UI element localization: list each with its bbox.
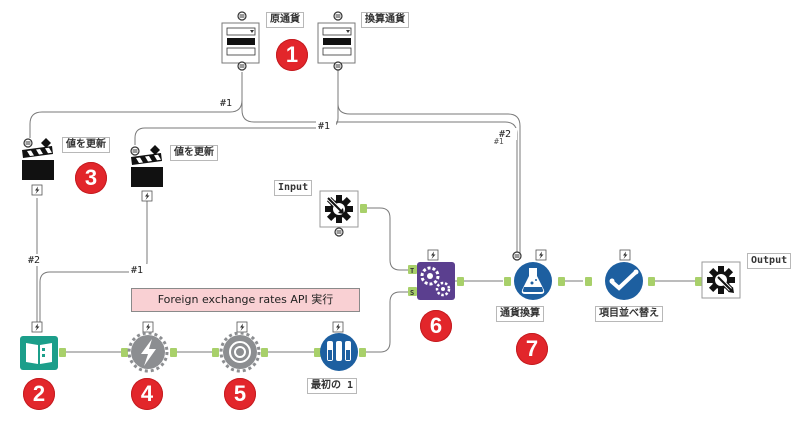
macro-input-tool[interactable] xyxy=(319,190,367,237)
step-badge-3: 3 xyxy=(75,162,107,194)
anchor-input-icon[interactable] xyxy=(121,348,128,357)
step-badge-4: 4 xyxy=(131,378,163,410)
action-clapper-icon xyxy=(131,145,163,187)
anchor-output-icon[interactable] xyxy=(360,204,367,213)
action-tool-update-value-b[interactable] xyxy=(130,145,163,202)
step-badge-7: 7 xyxy=(516,333,548,365)
anchor-output-icon[interactable] xyxy=(237,61,247,71)
label-first-1: 最初の 1 xyxy=(307,378,358,394)
anchor-output-icon[interactable] xyxy=(170,348,177,357)
connection-label: #1 xyxy=(220,98,232,109)
connection-dropdown2-to-formula7[interactable] xyxy=(337,70,521,255)
anchor-s-icon[interactable] xyxy=(408,287,417,296)
connection-dropdown1-to-formula7[interactable] xyxy=(241,72,518,255)
connection-input-to-batch[interactable] xyxy=(365,207,410,271)
step-badge-5: 5 xyxy=(224,378,256,410)
connection-labels: #1 #1 #2 #2 #1 #1 xyxy=(26,97,517,276)
connection-label: #2 xyxy=(499,129,511,140)
anchor-q-icon[interactable] xyxy=(512,251,522,261)
anchor-output-icon[interactable] xyxy=(59,348,66,357)
connection-label: #1 xyxy=(131,265,143,276)
connection-dropdown2-to-action[interactable] xyxy=(134,70,339,145)
select-check-icon xyxy=(605,262,643,300)
anchor-output-icon[interactable] xyxy=(558,277,565,286)
dropdown-tool-target-currency[interactable] xyxy=(317,11,356,71)
label-target-currency: 換算通貨 xyxy=(361,12,409,28)
connection-label: #2 xyxy=(28,255,40,266)
step-badge-1: 1 xyxy=(276,39,308,71)
anchor-q-icon[interactable] xyxy=(334,227,344,237)
anchor-output-icon[interactable] xyxy=(359,348,366,357)
anchor-output-icon[interactable] xyxy=(648,277,655,286)
label-update-value-a: 値を更新 xyxy=(62,137,110,153)
anchor-input-icon[interactable] xyxy=(504,277,511,286)
sample-tubes-icon xyxy=(320,333,358,371)
anchor-input-icon[interactable] xyxy=(212,348,219,357)
anchor-input-icon[interactable] xyxy=(314,348,321,357)
anchor-q-icon[interactable] xyxy=(333,11,343,21)
connection-label: #1 xyxy=(318,121,330,132)
label-source-currency: 原通貨 xyxy=(266,12,304,28)
connection-sample-to-batch[interactable] xyxy=(365,291,410,353)
sample-tool[interactable] xyxy=(314,321,366,371)
json-parse-tool[interactable] xyxy=(212,321,268,373)
formula-flask-icon xyxy=(514,262,552,300)
anchor-input-icon[interactable] xyxy=(695,277,702,286)
connection-label: #1 xyxy=(494,137,504,146)
batch-macro-tool[interactable]: T S xyxy=(408,249,464,300)
text-input-book-icon xyxy=(20,336,58,370)
svg-text:T: T xyxy=(410,267,414,275)
select-tool[interactable] xyxy=(585,249,655,300)
anchor-t-icon[interactable] xyxy=(408,265,417,274)
macro-output-tool[interactable] xyxy=(695,261,741,299)
formula-tool[interactable] xyxy=(504,249,565,300)
download-lightning-icon xyxy=(127,331,169,373)
text-input-tool[interactable] xyxy=(20,321,66,370)
anchor-output-icon[interactable] xyxy=(457,277,464,286)
label-output: Output xyxy=(747,253,792,269)
api-annotation-box[interactable]: Foreign exchange rates API 実行 xyxy=(131,288,360,312)
svg-text:S: S xyxy=(410,289,414,297)
step-badge-2: 2 xyxy=(23,378,55,410)
label-currency-convert: 通貨換算 xyxy=(496,306,544,322)
label-sort-fields: 項目並べ替え xyxy=(595,306,663,322)
batch-macro-gears-icon xyxy=(417,262,455,300)
dropdown-tool-source-currency[interactable] xyxy=(221,11,260,71)
json-parse-icon xyxy=(219,331,261,373)
anchor-output-icon[interactable] xyxy=(261,348,268,357)
label-update-value-b: 値を更新 xyxy=(170,145,218,161)
anchor-output-icon[interactable] xyxy=(333,61,343,71)
anchor-input-icon[interactable] xyxy=(585,277,592,286)
action-tool-update-value-a[interactable] xyxy=(22,138,54,196)
step-badge-6: 6 xyxy=(420,310,452,342)
download-tool[interactable] xyxy=(121,321,177,373)
connection-dropdown1-to-action3[interactable] xyxy=(29,72,243,138)
action-clapper-icon xyxy=(22,138,54,180)
anchor-input-icon[interactable] xyxy=(130,146,140,156)
label-input: Input xyxy=(274,180,313,196)
anchor-input-icon[interactable] xyxy=(23,138,33,148)
anchor-q-icon[interactable] xyxy=(237,11,247,21)
